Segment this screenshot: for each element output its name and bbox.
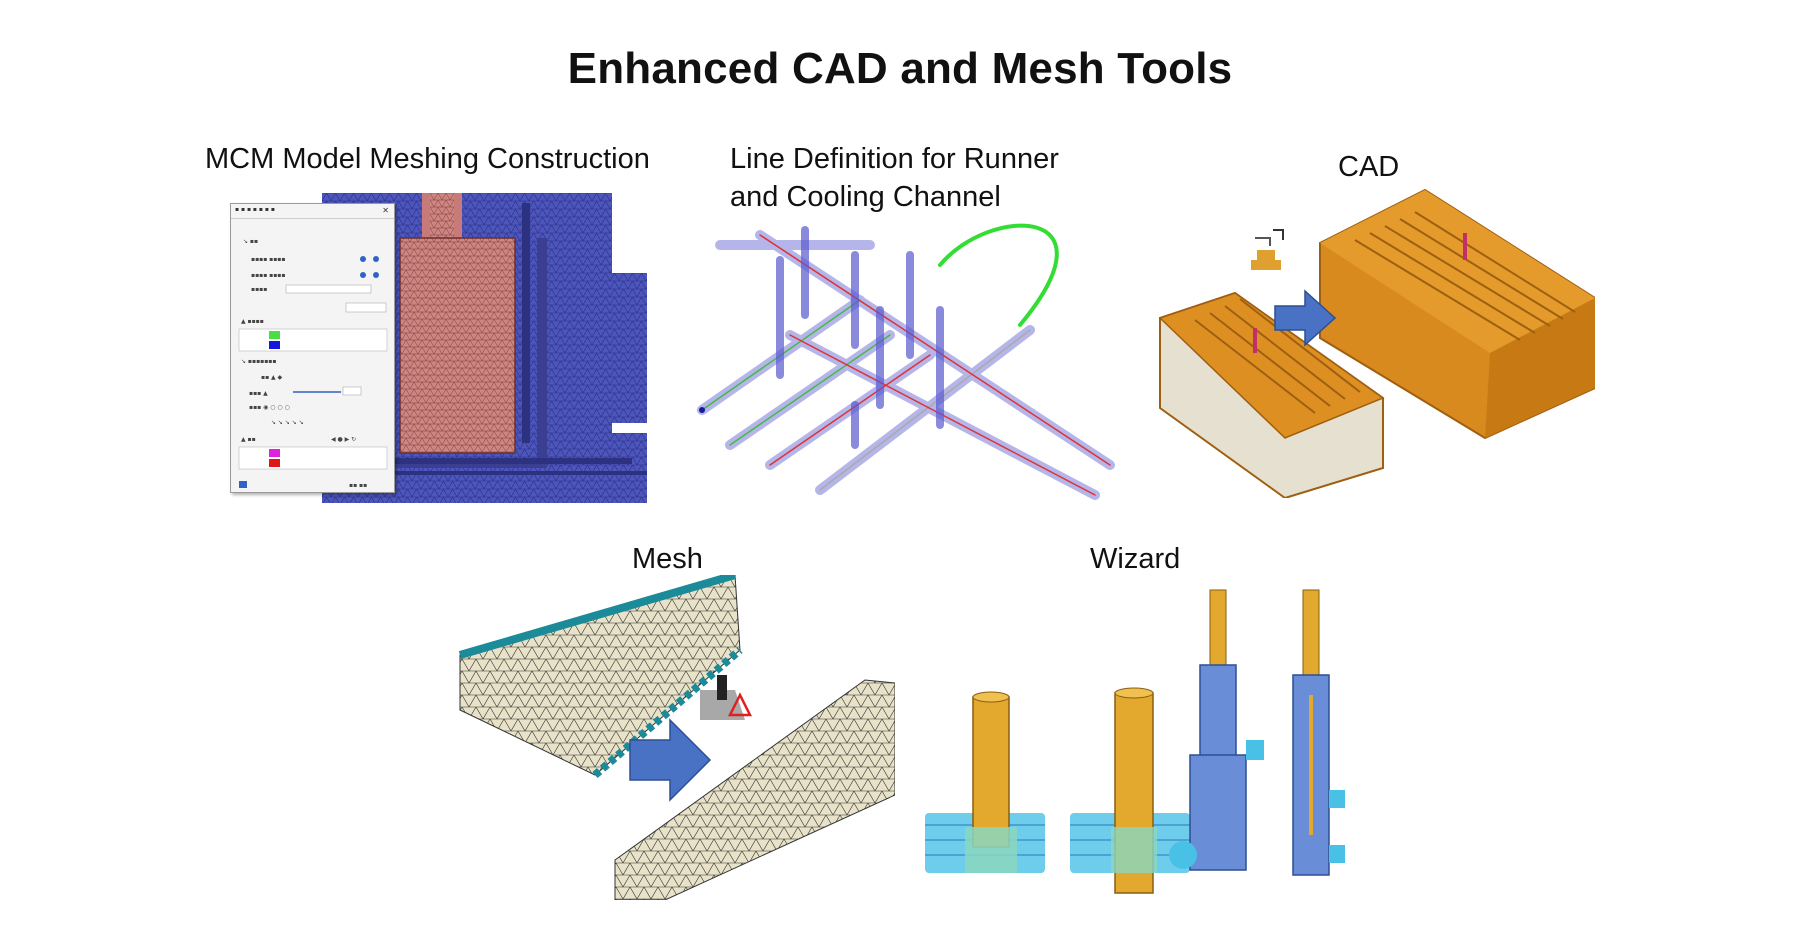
svg-text:◀ ● ▶ ↻: ◀ ● ▶ ↻ <box>331 436 356 443</box>
mcm-label: MCM Model Meshing Construction <box>205 143 650 175</box>
dialog-titlebar: ▪ ▪ ▪ ▪ ▪ ▪ ▪ <box>231 204 394 219</box>
line-def-label-line2: and Cooling Channel <box>730 181 1001 213</box>
wizard-image <box>925 585 1345 900</box>
svg-text:▪▪ ▲ ◆: ▪▪ ▲ ◆ <box>261 374 283 381</box>
mesh-label: Mesh <box>632 543 703 575</box>
dialog-controls[interactable]: ↘ ▪▪ ▪▪▪▪ ▪▪▪▪ ▪▪▪▪ ▪▪▪▪ ▪▪▪▪ ▲ ▪▪▪▪ ↘ ▪… <box>231 219 394 489</box>
svg-text:▪▪▪▪: ▪▪▪▪ <box>251 286 267 293</box>
svg-text:▪▪▪ ◉ ○ ○ ○: ▪▪▪ ◉ ○ ○ ○ <box>249 404 290 411</box>
mesh-repair-image <box>455 575 895 900</box>
svg-text:▪▪▪▪ ▪▪▪▪: ▪▪▪▪ ▪▪▪▪ <box>251 256 285 263</box>
svg-text:▲ ▪▪▪▪: ▲ ▪▪▪▪ <box>241 318 264 325</box>
svg-text:▪▪▪▪ ▪▪▪▪: ▪▪▪▪ ▪▪▪▪ <box>251 272 285 279</box>
close-icon[interactable]: ✕ <box>382 206 389 215</box>
wizard-label: Wizard <box>1090 543 1181 575</box>
cad-label: CAD <box>1338 151 1400 183</box>
mcm-mesh-image <box>322 193 647 503</box>
line-def-label-line1: Line Definition for Runner <box>730 143 1059 175</box>
svg-text:↘ ↘ ↘ ↘ ↘: ↘ ↘ ↘ ↘ ↘ <box>271 419 304 426</box>
page-title: Enhanced CAD and Mesh Tools <box>567 44 1233 93</box>
svg-text:▪▪▪ ▲: ▪▪▪ ▲ <box>249 390 268 397</box>
cad-parts-image <box>1155 188 1595 498</box>
svg-text:↘ ▪▪: ↘ ▪▪ <box>243 238 258 245</box>
svg-text:↘ ▪▪▪▪▪▪▪: ↘ ▪▪▪▪▪▪▪ <box>241 358 276 365</box>
svg-text:▲ ▪▪: ▲ ▪▪ <box>241 436 256 443</box>
svg-text:▪▪ ▪▪: ▪▪ ▪▪ <box>349 482 367 489</box>
runner-cooling-channel-image <box>690 215 1120 515</box>
mcm-settings-dialog[interactable]: ▪ ▪ ▪ ▪ ▪ ▪ ▪ ✕ ↘ ▪▪ ▪▪▪▪ ▪▪▪▪ ▪▪▪▪ ▪▪▪▪… <box>230 203 395 493</box>
